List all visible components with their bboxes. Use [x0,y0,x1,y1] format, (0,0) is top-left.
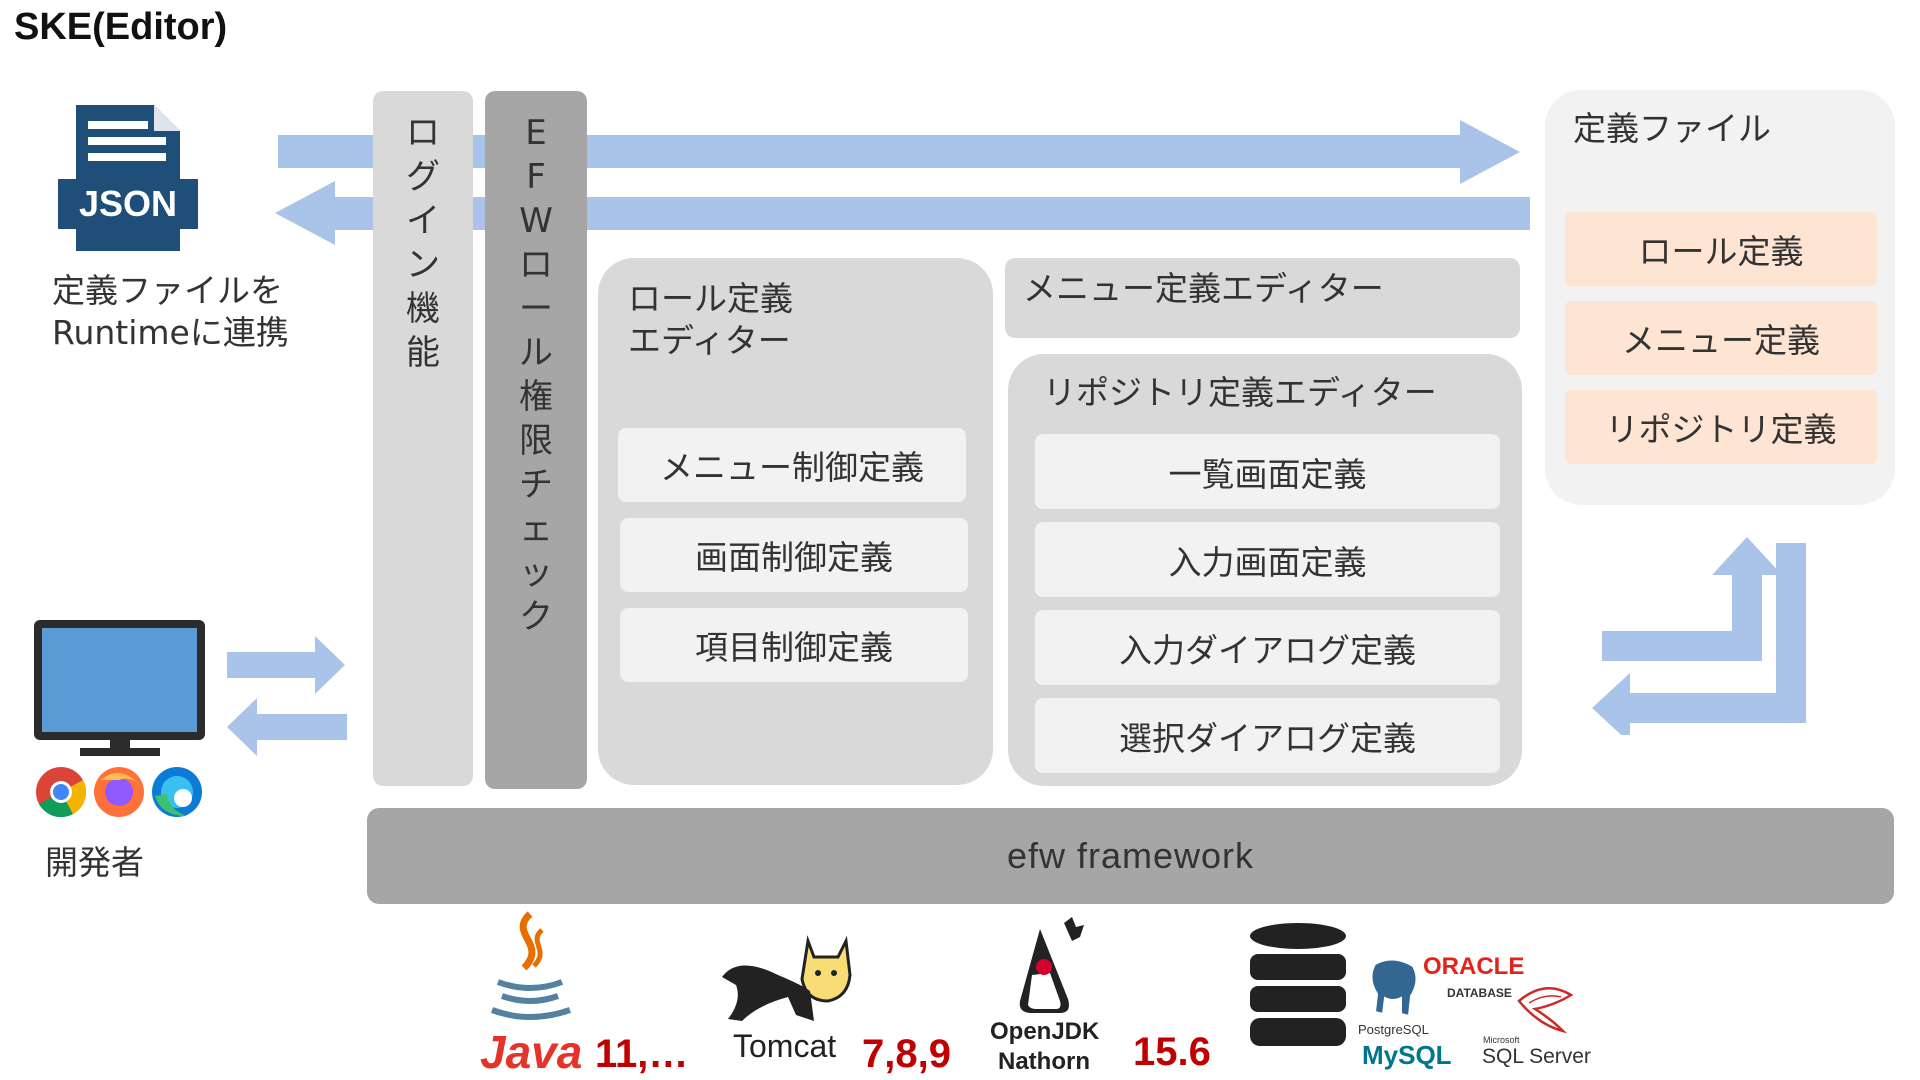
page-title: SKE(Editor) [14,6,228,48]
repository-editor-title: リポジトリ定義エディター [1043,373,1437,412]
json-caption-line1: 定義ファイルを [52,271,283,310]
postgresql-elephant-icon [1370,958,1418,1018]
mysql-label: MySQL [1362,1040,1452,1070]
oracle-label: ORACLE [1423,953,1525,980]
login-column-char: 機 [406,289,440,329]
role-item-screen-control: 画面制御定義 [620,518,968,592]
efw-column-char: F [526,157,546,197]
efw-column-char: ル [519,333,553,373]
arrow-right-to-definitions [278,120,1520,184]
java-version: 11,… [595,1032,689,1076]
efw-column-char: W [519,201,553,241]
developer-arrows [227,636,347,756]
developer-caption: 開発者 [45,843,144,882]
monitor-icon [34,620,205,756]
efw-column-char: ー [519,289,553,329]
sqlserver-label: SQL Server [1482,1045,1591,1068]
edge-icon [152,767,202,817]
definition-file-menu: メニュー定義 [1565,301,1877,375]
microsoft-label: Microsoft [1483,1035,1520,1045]
login-function-column: ログイン機能 [373,91,473,786]
role-editor-title-line1: ロール定義 [628,279,793,318]
java-logo-icon [490,911,571,1020]
menu-editor-title: メニュー定義エディター [1023,269,1384,308]
efw-column-char: E [525,113,547,153]
login-column-char: グ [406,157,440,197]
json-caption-line2: Runtimeに連携 [52,313,289,352]
repo-item-select-dialog: 選択ダイアログ定義 [1035,698,1500,773]
repo-item-list-screen: 一覧画面定義 [1035,434,1500,509]
database-icon [1250,923,1346,1046]
arrow-to-editor [227,636,345,694]
login-column-char: イ [406,201,440,241]
tomcat-label: Tomcat [733,1028,837,1064]
login-column-char: 能 [406,333,440,373]
arrow-from-editor [227,698,347,756]
openjdk-version: 15.6 [1133,1030,1211,1074]
tomcat-logo-icon [722,935,852,1021]
efw-column-char: チ [519,465,553,505]
repo-item-input-dialog: 入力ダイアログ定義 [1035,610,1500,685]
definition-files-title: 定義ファイル [1573,109,1771,148]
efw-column-char: ロ [519,245,553,285]
chrome-icon [36,767,87,818]
repo-item-input-screen: 入力画面定義 [1035,522,1500,597]
efw-column-char: ク [519,597,553,637]
role-definition-editor: ロール定義 エディター メニュー制御定義 画面制御定義 項目制御定義 [598,258,993,785]
repository-definition-editor: リポジトリ定義エディター 一覧画面定義 入力画面定義 入力ダイアログ定義 選択ダ… [1008,354,1522,786]
openjdk-label-line1: OpenJDK [990,1018,1100,1045]
efw-column-char: ェ [519,509,553,549]
efw-column-char: 限 [519,421,553,461]
json-label: JSON [78,183,178,224]
menu-definition-editor: メニュー定義エディター [1005,258,1520,338]
oracle-sublabel: DATABASE [1447,986,1512,1000]
definition-file-repository: リポジトリ定義 [1565,390,1877,464]
efw-column-char: 権 [519,377,553,417]
role-item-field-control: 項目制御定義 [620,608,968,682]
definition-files-panel: 定義ファイル ロール定義 メニュー定義 リポジトリ定義 [1545,90,1895,505]
role-item-menu-control: メニュー制御定義 [618,428,966,502]
login-column-char: ロ [406,113,440,153]
postgresql-label: PostgreSQL [1358,1022,1429,1037]
openjdk-duke-icon [1019,917,1084,1013]
openjdk-label-line2: Nathorn [998,1048,1090,1075]
top-arrows [275,120,1530,245]
sqlserver-icon [1517,987,1574,1034]
definition-file-role: ロール定義 [1565,212,1877,286]
bent-arrow-left [1592,543,1806,735]
efw-framework-bar: efw framework [367,808,1894,904]
bent-arrows [1592,537,1806,735]
json-file-icon: JSON [58,103,198,253]
role-editor-title-line2: エディター [628,321,791,360]
firefox-icon [94,767,144,817]
bent-arrow-up [1602,537,1782,661]
efw-column-char: ッ [519,553,553,593]
tomcat-version: 7,8,9 [862,1032,951,1076]
login-column-char: ン [406,245,440,285]
java-label: Java [480,1026,583,1078]
